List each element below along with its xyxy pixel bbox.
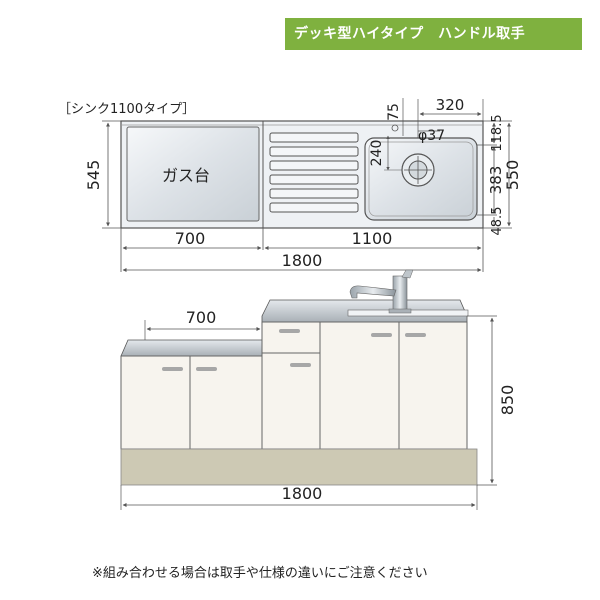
drain-rib [269,132,359,143]
handle [196,367,217,371]
dim-total-width-top: 1800 [282,251,323,270]
faucet-spout [349,285,397,299]
drain-rib [269,202,359,213]
dim-back-offset: 75 [386,103,402,121]
handle [279,329,300,333]
faucet [349,269,414,314]
dim-total-width-front: 1800 [282,484,323,503]
sink-bowl-inner [368,141,474,217]
faucet-hole [391,124,399,132]
handle [405,333,426,337]
drain-rib [269,188,359,199]
top-view-title: ［シンク1100タイプ］ [58,102,195,117]
dim-height: 850 [498,385,517,416]
product-type-badge: デッキ型ハイタイプ ハンドル取手 [285,18,582,50]
dim-depth: 545 [84,160,103,191]
door-handles [162,329,426,371]
gas-countertop [120,339,263,357]
plinth [120,448,478,486]
drain-rib [269,160,359,171]
dim-front-gas-width: 700 [186,308,217,327]
faucet-base [388,308,412,314]
dim-drain-pos: 240 [369,140,385,167]
faucet-body [392,275,408,313]
dim-drain: φ37 [418,128,445,144]
handle [290,363,311,367]
sink-cabinet [261,321,468,450]
dim-bowl-width: 320 [436,96,465,114]
handle [371,333,392,337]
dim-right-bot: 48.5 [490,207,505,236]
drain-rib [269,174,359,185]
dim-right-total: 550 [503,160,522,191]
dim-sink-width: 1100 [352,229,393,248]
dim-right-mid: 383 [487,166,505,195]
drainboard [269,132,359,213]
handle [162,367,183,371]
dim-gas-width: 700 [175,229,206,248]
gas-area [126,126,260,222]
gas-area-label: ガス台 [162,166,210,185]
footnote: ※組み合わせる場合は取手や仕様の違いにご注意ください [92,566,428,581]
dim-right-top: 118.5 [490,114,505,151]
gas-cabinet [120,355,263,450]
drain-rib [269,146,359,157]
faucet-lever [401,269,414,279]
